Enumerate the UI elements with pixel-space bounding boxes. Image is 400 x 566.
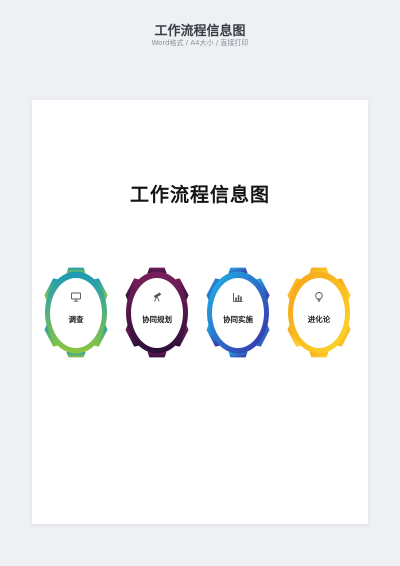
gear-ring-shape — [287, 267, 351, 358]
step-label: 进化论 — [307, 315, 331, 324]
step-label: 协同规划 — [142, 315, 172, 324]
document-page: 工作流程信息图 调查 — [32, 100, 368, 524]
gear-ring-shape — [125, 267, 189, 358]
lightbulb-icon — [315, 292, 323, 302]
gear-tooth-segment — [147, 267, 167, 274]
telescope-icon — [154, 292, 161, 302]
step-label: 协同实施 — [223, 315, 253, 324]
gear-ring-shape — [44, 267, 108, 358]
gear-tooth-segment — [309, 267, 329, 274]
header-title: 工作流程信息图 — [154, 24, 246, 39]
monitor-icon — [71, 292, 81, 302]
gear-tooth-segment — [228, 267, 248, 274]
bar-chart-icon — [233, 293, 243, 302]
process-step-evolution: 进化论 — [284, 265, 354, 360]
step-label: 调查 — [68, 315, 84, 324]
process-step-survey: 调查 — [41, 265, 111, 360]
gear-tooth-segment — [147, 351, 167, 358]
gear-tooth-segment — [309, 351, 329, 358]
header-subtitle: Word格式 / A4大小 / 直接打印 — [151, 39, 249, 47]
gear-tooth-segment — [66, 351, 86, 358]
document-title: 工作流程信息图 — [129, 184, 270, 206]
gear-tooth-segment — [66, 267, 86, 274]
process-step-planning: 协同规划 — [122, 265, 192, 360]
gear-ring-shape — [206, 267, 270, 358]
process-step-implementation: 协同实施 — [203, 265, 273, 360]
gear-tooth-segment — [228, 351, 248, 358]
